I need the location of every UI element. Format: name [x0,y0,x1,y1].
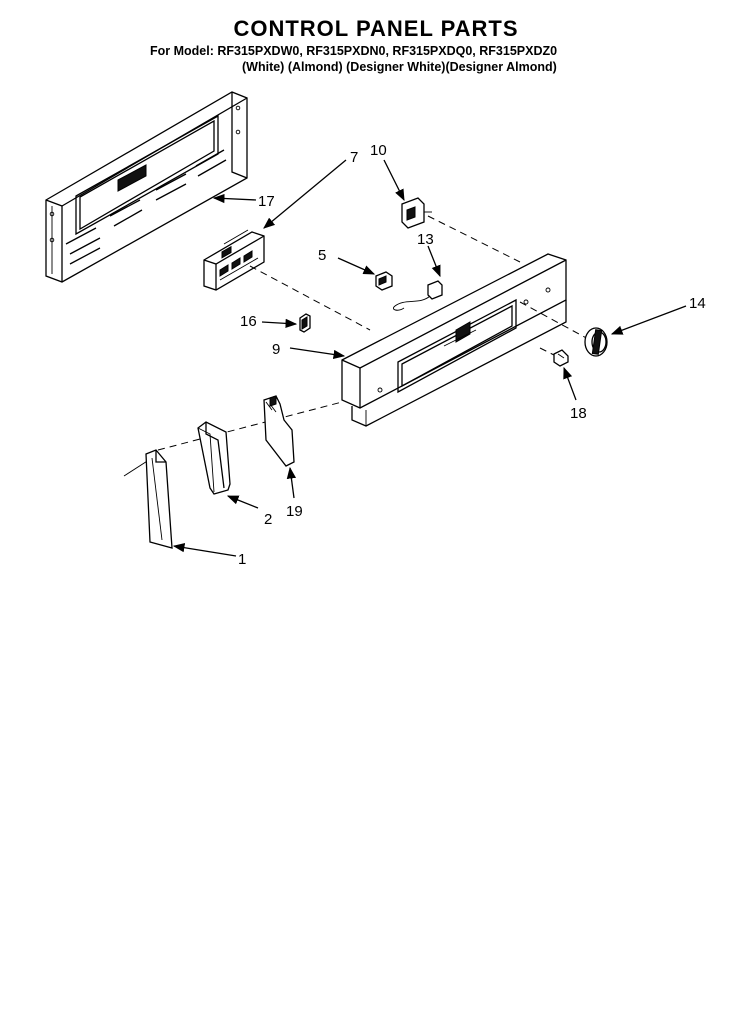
callout-1: 1 [238,551,246,568]
part-5-connector [375,271,393,291]
leader-18 [563,366,577,401]
callout-14: 14 [689,295,706,312]
leader-10 [383,159,405,202]
assembly-line-18 [539,347,557,357]
assembly-line-10 [427,215,521,263]
part-10-switch [401,197,432,229]
finish-list: (White) (Almond) (Designer White)(Design… [242,60,557,74]
leader-1 [172,543,237,557]
leader-14 [610,305,687,335]
callout-5: 5 [318,247,326,264]
leader-16 [261,318,298,329]
part-7-control-board [203,229,265,291]
callout-7: 7 [350,149,358,166]
leader-17 [212,193,257,204]
callout-9: 9 [272,341,280,358]
model-list: For Model: RF315PXDW0, RF315PXDN0, RF315… [150,44,558,58]
leader-19 [286,466,297,499]
callout-2: 2 [264,511,272,528]
leader-9 [289,347,346,360]
callout-16: 16 [240,313,257,330]
part-9-control-panel [341,253,567,427]
part-13-wiring-harness [393,280,443,311]
part-18-screw [553,349,569,367]
part-1-side-trim [145,449,173,549]
leader-13 [427,245,441,278]
assembly-line-14 [519,301,591,341]
leader-7 [263,159,347,229]
part-16-clip [299,313,311,333]
callout-10: 10 [370,142,387,159]
part-14-knob [584,327,608,357]
leader-5 [337,257,376,275]
assembly-line-7 [249,265,371,331]
page-title: CONTROL PANEL PARTS [233,16,519,41]
callout-13: 13 [417,231,434,248]
part-19-bracket [263,395,295,467]
assembly-line-side [157,401,343,451]
part-2-end-cap [197,421,231,495]
callout-19: 19 [286,503,303,520]
callout-18: 18 [570,405,587,422]
part-17-rear-panel [45,91,248,283]
callout-17: 17 [258,193,275,210]
leader-2 [226,495,259,509]
